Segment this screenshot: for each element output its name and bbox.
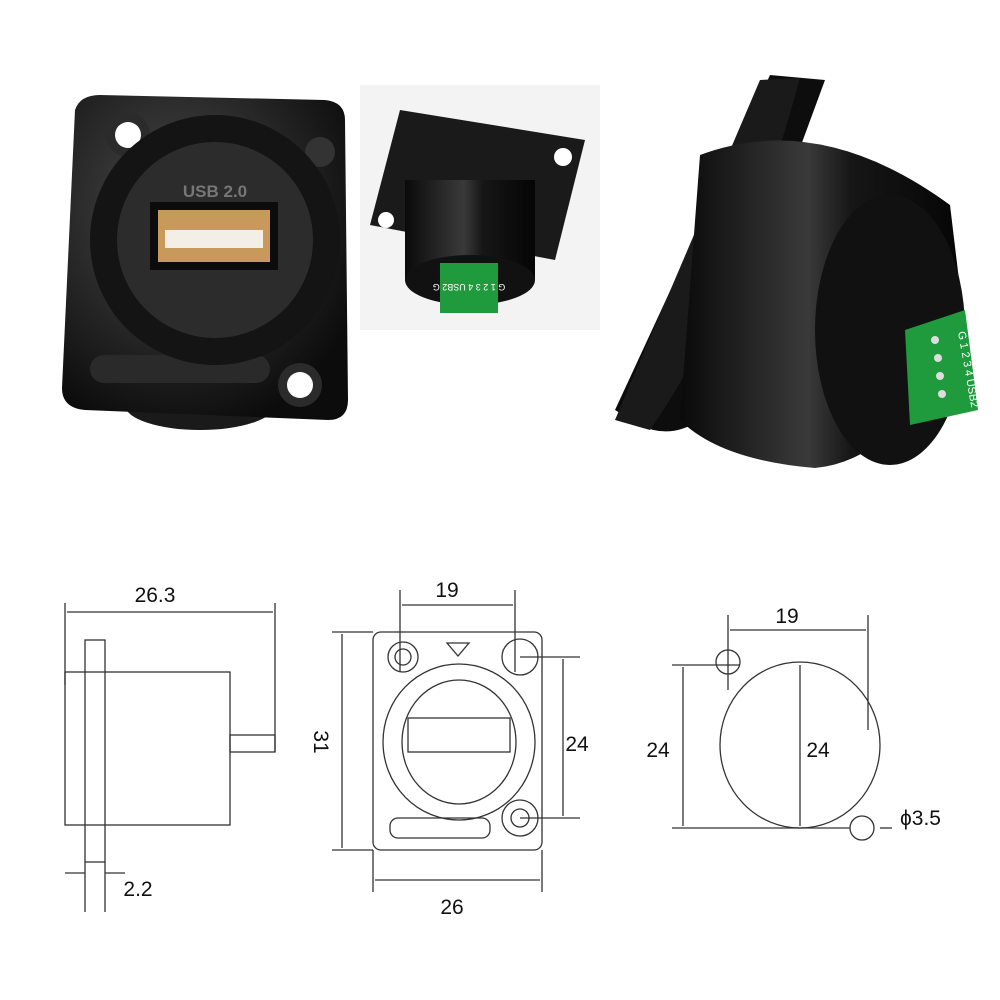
dim-front-width: 26	[440, 896, 463, 919]
dim-cutout-hole-spacing: 19	[775, 605, 798, 628]
dim-front-hole-vertical: 24	[565, 733, 589, 756]
usb-label: USB 2.0	[183, 182, 247, 201]
dim-front-height: 31	[309, 730, 332, 753]
photo-rear-angle: G 1 2 3 4 USB2 G	[615, 75, 982, 469]
drawing-front-view	[332, 590, 580, 892]
dim-side-length: 26.3	[135, 584, 176, 607]
photo-front-view: USB 2.0	[62, 95, 348, 430]
dim-cutout-diameter: 24	[806, 739, 830, 762]
dim-cutout-hole-vertical: 24	[646, 739, 670, 762]
dim-hole-diameter: ϕ3.5	[900, 807, 941, 830]
drawing-panel-cutout	[672, 615, 892, 841]
dim-flange-thickness: 2.2	[123, 878, 152, 901]
pcb-text-small: G 1 2 3 4 USB2 G	[433, 282, 506, 292]
photo-rear-view: G 1 2 3 4 USB2 G	[360, 85, 600, 330]
dim-front-hole-spacing: 19	[435, 579, 458, 602]
drawing-side-view	[64, 603, 276, 912]
